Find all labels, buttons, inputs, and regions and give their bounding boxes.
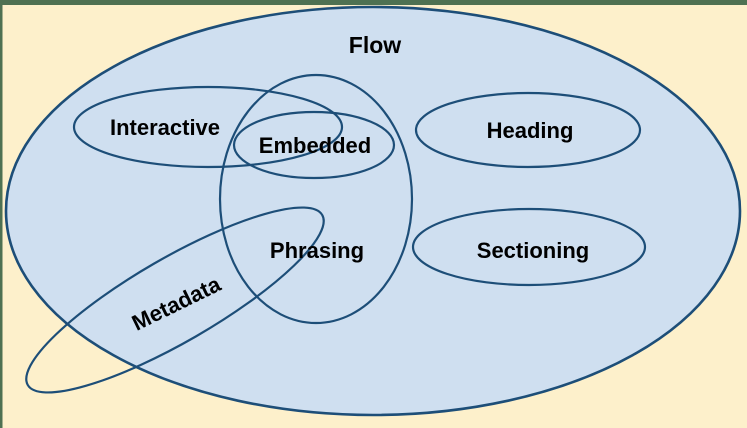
heading-set-label: Heading <box>487 118 574 143</box>
embedded-set-ellipse <box>232 110 396 180</box>
phrasing-set-label: Phrasing <box>270 238 364 263</box>
sectioning-set-ellipse <box>411 207 647 287</box>
interactive-set-ellipse <box>72 85 344 169</box>
flow-set-ellipse <box>4 5 742 417</box>
sectioning-set-label: Sectioning <box>477 238 589 263</box>
embedded-set-label: Embedded <box>259 133 371 158</box>
frame-left-border <box>0 0 3 428</box>
frame-top-border <box>0 0 747 5</box>
metadata-set-ellipse <box>25 206 325 394</box>
heading-set-ellipse <box>414 91 642 169</box>
flow-set-label: Flow <box>349 32 401 58</box>
interactive-set-label: Interactive <box>110 115 220 140</box>
phrasing-set-ellipse <box>218 73 414 325</box>
